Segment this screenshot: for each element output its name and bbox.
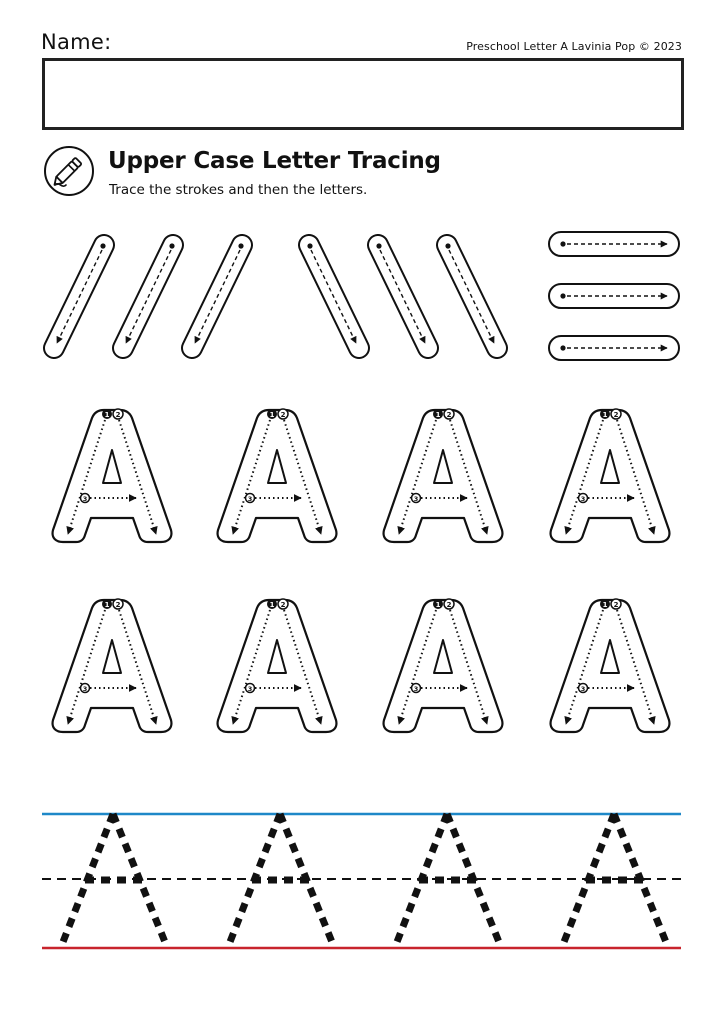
stroke-left-1 (43, 234, 115, 359)
dotted-letter-a (395, 814, 501, 947)
worksheet-instruction: Trace the strokes and then the letters. (109, 182, 368, 198)
name-label: Name: (41, 30, 112, 54)
traceable-letter-a (384, 599, 503, 732)
worksheet-title: Upper Case Letter Tracing (108, 148, 441, 174)
traceable-letter-a (218, 409, 337, 542)
stroke-right-2 (367, 234, 439, 359)
traceable-letter-a (53, 409, 172, 542)
dotted-letter-a (228, 814, 334, 947)
traceable-letter-a (551, 599, 670, 732)
stroke-horizontal-2 (548, 283, 680, 309)
pencil-icon (44, 146, 94, 196)
traceable-letter-a (218, 599, 337, 732)
traceable-letter-a (53, 599, 172, 732)
stroke-right-3 (436, 234, 508, 359)
dotted-letter-a (61, 814, 167, 947)
dotted-letter-a (562, 814, 668, 947)
stroke-left-2 (112, 234, 184, 359)
traceable-letter-a (551, 409, 670, 542)
copyright-text: Preschool Letter A Lavinia Pop © 2023 (466, 40, 682, 53)
stroke-horizontal-1 (548, 231, 680, 257)
traceable-letter-a (384, 409, 503, 542)
stroke-horizontal-3 (548, 335, 680, 361)
stroke-right-1 (298, 234, 370, 359)
stroke-left-3 (181, 234, 253, 359)
name-field[interactable] (42, 58, 684, 130)
